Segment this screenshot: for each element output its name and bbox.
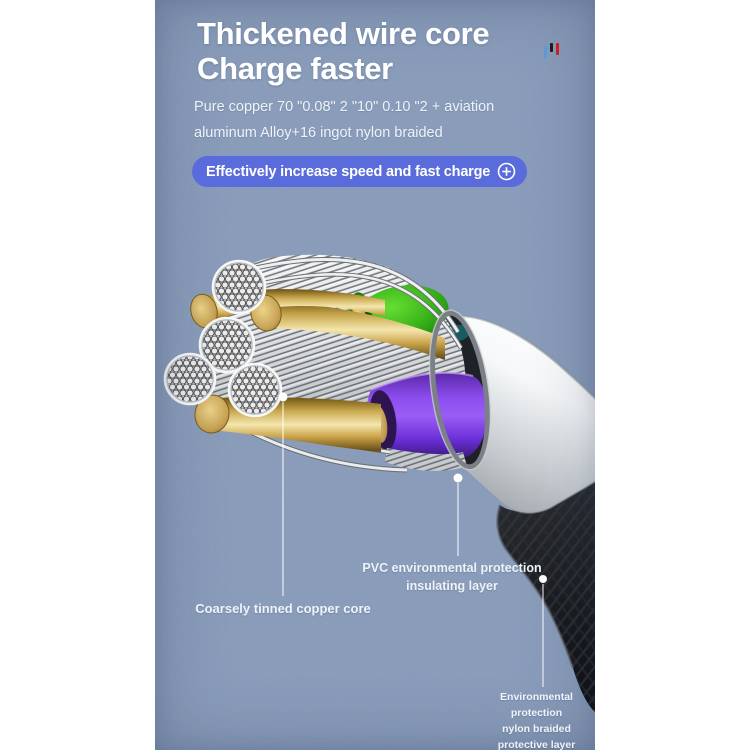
callout-pvc-line-1: PVC environmental protection (362, 561, 542, 575)
callout-dot-copper-core (278, 392, 288, 402)
tinned-copper-strand-ends (163, 259, 283, 418)
brand-logo (544, 42, 559, 59)
subtitle-line-2: aluminum Alloy+16 ingot nylon braided (194, 125, 443, 141)
brand-bar-blue (544, 46, 547, 59)
aluminum-braid-under-strip (385, 448, 467, 471)
callout-dot-nylon-braid (539, 575, 547, 583)
callout-nylon-line-3: protective layer (497, 739, 576, 750)
circle-plus-icon (497, 162, 516, 181)
callout-label-copper-core: Coarsely tinned copper core (173, 600, 393, 618)
callout-nylon-line-2: nylon braided (502, 723, 571, 735)
title-line-2: Charge faster (197, 51, 393, 86)
page-title: Thickened wire core Charge faster (197, 16, 490, 86)
callout-copper-core-text: Coarsely tinned copper core (195, 601, 371, 616)
callout-nylon-line-1: Environmental protection (500, 691, 573, 719)
brand-bar-black (550, 43, 553, 52)
gold-copper-wire-upper (267, 300, 445, 360)
cable-cutaway-illustration (163, 254, 595, 712)
feature-badge: Effectively increase speed and fast char… (192, 156, 528, 187)
strand-end-2 (198, 316, 256, 374)
callout-label-pvc-layer: PVC environmental protection insulating … (354, 559, 550, 595)
callout-leaders (278, 392, 547, 687)
sheath-rim (430, 310, 490, 470)
subtitle: Pure copper 70 "0.08" 2 "10" 0.10 "2 + a… (194, 94, 494, 146)
sheath-rim-outer (428, 309, 492, 471)
subtitle-line-1: Pure copper 70 "0.08" 2 "10" 0.10 "2 + a… (194, 99, 495, 115)
title-line-1: Thickened wire core (197, 16, 490, 51)
strand-end-3 (163, 352, 217, 406)
purple-insulated-wire (367, 371, 487, 459)
brand-bar-red (556, 43, 559, 55)
feature-badge-label: Effectively increase speed and fast char… (206, 163, 491, 180)
callout-label-nylon-braid: Environmental protection nylon braided p… (478, 689, 595, 750)
product-banner: Thickened wire core Charge faster Pure c… (155, 0, 595, 750)
strand-end-1 (211, 259, 267, 315)
nylon-braided-cable (496, 470, 595, 712)
pvc-sheath (449, 314, 595, 514)
callout-pvc-line-2: insulating layer (406, 579, 498, 593)
strand-end-4 (227, 362, 283, 418)
callout-dot-pvc-layer (453, 473, 463, 483)
